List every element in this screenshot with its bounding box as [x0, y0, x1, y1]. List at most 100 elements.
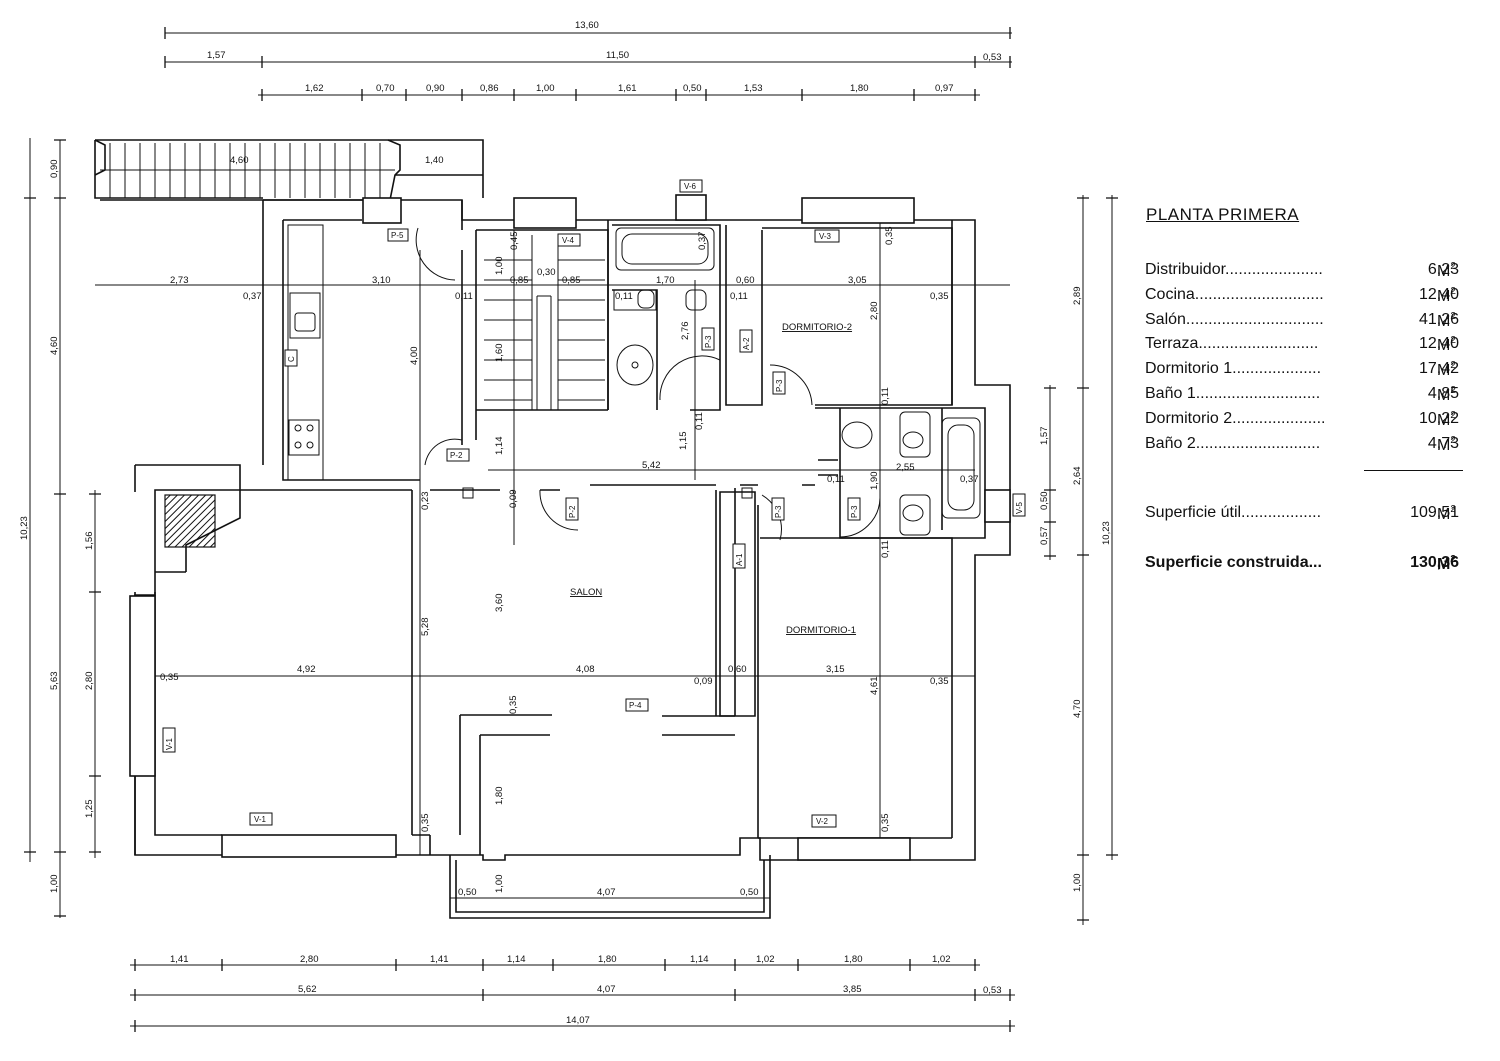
- dim-1-15: 1,15: [678, 432, 689, 451]
- dim-4-92: 4,92: [297, 664, 316, 675]
- dim-3-15: 3,15: [826, 664, 845, 675]
- dim-4-61: 4,61: [869, 677, 880, 696]
- legend-row: Cocina............................. 12,40…: [1143, 286, 1473, 311]
- legend-row-name: Distribuidor......................: [1145, 261, 1323, 278]
- dim-stairs-width: 4,60: [230, 155, 249, 166]
- dim-0-60a: 0,60: [736, 275, 755, 286]
- legend-row-value: 12,40: [1418, 285, 1459, 303]
- svg-text:C: C: [287, 356, 296, 362]
- dim-5-42: 5,42: [642, 460, 661, 471]
- dim-0-11f: 0,11: [827, 474, 845, 485]
- dim-0-35a: 0,35: [884, 227, 895, 246]
- legend-row-unit: M2: [1437, 335, 1456, 355]
- dim-right-inner-0: 2,89: [1072, 287, 1083, 306]
- dim-0-50a: 0,50: [458, 887, 477, 898]
- dim-0-11c: 0,11: [730, 291, 748, 302]
- superficie-construida-unit: M2: [1437, 554, 1456, 573]
- dim-0-35d: 0,35: [930, 676, 949, 687]
- dim-bottom-row1-2: 1,41: [430, 954, 449, 965]
- legend-row-unit: M2: [1437, 384, 1456, 404]
- dim-0-35e: 0,35: [508, 696, 519, 715]
- legend-row-name: Dormitorio 2.....................: [1145, 409, 1326, 427]
- superficie-util-unit: M2: [1437, 504, 1456, 523]
- windows: [129, 194, 1011, 861]
- dim-right-inner-2: 4,70: [1072, 700, 1083, 719]
- svg-text:V-5: V-5: [1015, 501, 1024, 514]
- dim-1-80: 1,80: [494, 787, 505, 806]
- dim-0-60b: 0,60: [728, 664, 747, 675]
- svg-text:V-1: V-1: [165, 737, 174, 750]
- dim-bottom-row1-0: 1,41: [170, 954, 189, 965]
- dim-right-outer: 10,23: [1101, 521, 1112, 545]
- svg-text:A-2: A-2: [742, 337, 751, 350]
- legend-row-unit: M2: [1437, 285, 1456, 305]
- dim-top-row3-9: 0,97: [935, 83, 954, 94]
- dim-top-row2-1: 11,50: [606, 50, 629, 61]
- dim-bottom-row2-1: 4,07: [597, 984, 616, 995]
- exterior-stairs-treads: [100, 143, 395, 198]
- dim-0-11d: 0,11: [880, 387, 891, 405]
- dim-right-small-2: 0,57: [1039, 527, 1050, 546]
- dimension-labels: 13,60 1,57 11,50 0,53 1,62 0,70 0,90 0,8…: [19, 20, 1112, 1026]
- dim-top-row3-5: 1,61: [618, 83, 637, 94]
- dim-3-60: 3,60: [494, 594, 505, 613]
- dim-3-10: 3,10: [372, 275, 391, 286]
- legend-row-value: 10,22: [1418, 409, 1459, 427]
- dim-terrace-width: 1,40: [425, 155, 444, 166]
- legend-title: PLANTA PRIMERA: [1146, 205, 1300, 224]
- dim-bottom-row1-4: 1,80: [598, 954, 617, 965]
- dim-bottom-row1-1: 2,80: [300, 954, 319, 965]
- dim-0-35c: 0,35: [160, 672, 179, 683]
- dim-1-00a: 1,00: [494, 257, 505, 276]
- fixtures: [287, 224, 981, 536]
- dim-0-30: 0,30: [537, 267, 556, 278]
- dim-right-inner-3: 1,00: [1072, 874, 1083, 893]
- svg-text:P-3: P-3: [704, 335, 713, 348]
- dim-left-total: 10,23: [19, 516, 30, 540]
- area-legend: PLANTA PRIMERA Distribuidor.............…: [1143, 205, 1473, 573]
- dim-left-upper-1: 4,60: [49, 337, 60, 356]
- dim-top-row3-0: 1,62: [305, 83, 324, 94]
- dim-2-73: 2,73: [170, 275, 189, 286]
- dim-2-55: 2,55: [896, 462, 915, 473]
- dim-left-lower-1: 2,80: [84, 672, 95, 691]
- room-label-dormitorio-2: DORMITORIO-2: [782, 322, 852, 333]
- dim-0-37a: 0,37: [243, 291, 262, 302]
- svg-text:V-2: V-2: [816, 817, 829, 826]
- svg-text:P-3: P-3: [774, 505, 783, 518]
- svg-text:V-6: V-6: [684, 182, 697, 191]
- dim-top-row2-2: 0,53: [983, 52, 1002, 63]
- dim-4-08: 4,08: [576, 664, 595, 675]
- svg-text:V-4: V-4: [562, 236, 575, 245]
- dim-0-35b: 0,35: [930, 291, 949, 302]
- dim-4-07: 4,07: [597, 887, 616, 898]
- svg-text:P-2: P-2: [568, 505, 577, 518]
- legend-row-value: 12,40: [1418, 335, 1459, 353]
- svg-text:P-4: P-4: [629, 701, 642, 710]
- legend-row-unit: M2: [1437, 261, 1456, 280]
- legend-separator: [1364, 470, 1463, 471]
- legend-row-unit: M2: [1437, 409, 1456, 429]
- dim-top-row2-0: 1,57: [207, 50, 226, 61]
- legend-row-value: 41,26: [1418, 310, 1459, 328]
- dim-0-11g: 0,11: [880, 540, 891, 558]
- legend-row-name: Cocina.............................: [1145, 285, 1324, 303]
- legend-row-name: Salón...............................: [1145, 310, 1324, 328]
- dim-top-row3-4: 1,00: [536, 83, 555, 94]
- dim-0-85a: 0,85: [510, 275, 529, 286]
- dim-3-05: 3,05: [848, 275, 867, 286]
- dim-bottom-row1-8: 1,02: [932, 954, 951, 965]
- dim-0-35f: 0,35: [420, 814, 431, 833]
- dim-1-70: 1,70: [656, 275, 675, 286]
- dim-top-row3-2: 0,90: [426, 83, 445, 94]
- dim-left-lower-2: 1,25: [84, 800, 95, 819]
- dim-0-45: 0,45: [509, 232, 520, 251]
- superficie-util-label: Superficie útil..................: [1145, 504, 1322, 521]
